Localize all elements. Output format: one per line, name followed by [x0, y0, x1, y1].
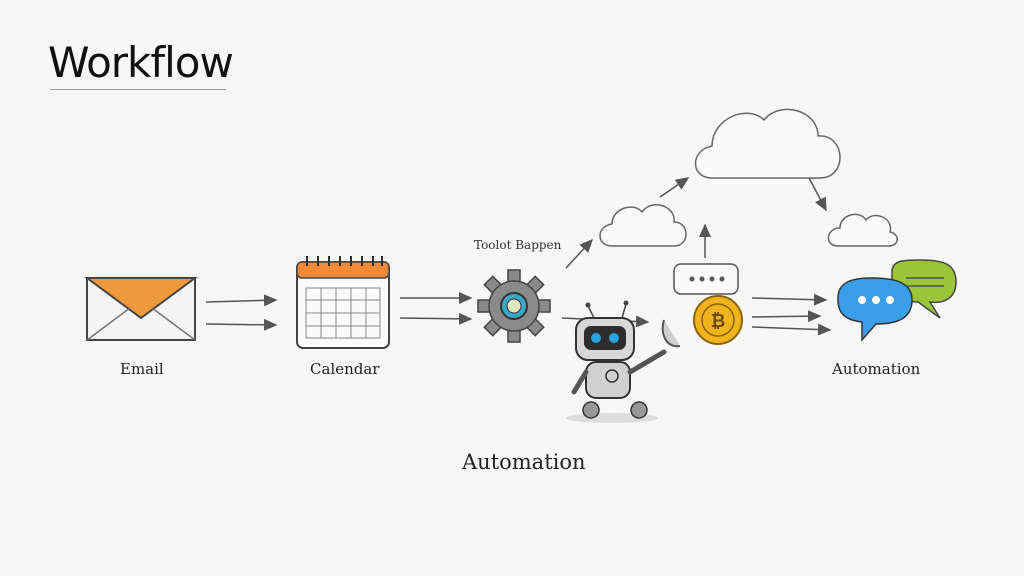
calendar-icon: [296, 256, 390, 349]
automation-label-center: Automation: [462, 450, 586, 474]
chat-bubbles-icon: [837, 259, 957, 342]
cloud-icon: [599, 108, 898, 247]
tools-label: Toolot Bappen: [474, 238, 562, 252]
title-underline: [50, 89, 226, 90]
svg-text:₿: ₿: [711, 311, 726, 332]
message-bar-icon: [673, 263, 739, 295]
coin-icon: ₿: [693, 295, 743, 345]
robot-icon: [566, 300, 681, 423]
diagram-title: Workflow: [48, 38, 234, 87]
envelope-icon: [83, 277, 199, 341]
flow-arrows: [205, 175, 832, 336]
gear-icon: [477, 269, 551, 343]
automation-label-right: Automation: [832, 360, 921, 378]
email-label: Email: [120, 360, 164, 378]
calendar-label: Calendar: [310, 360, 380, 378]
